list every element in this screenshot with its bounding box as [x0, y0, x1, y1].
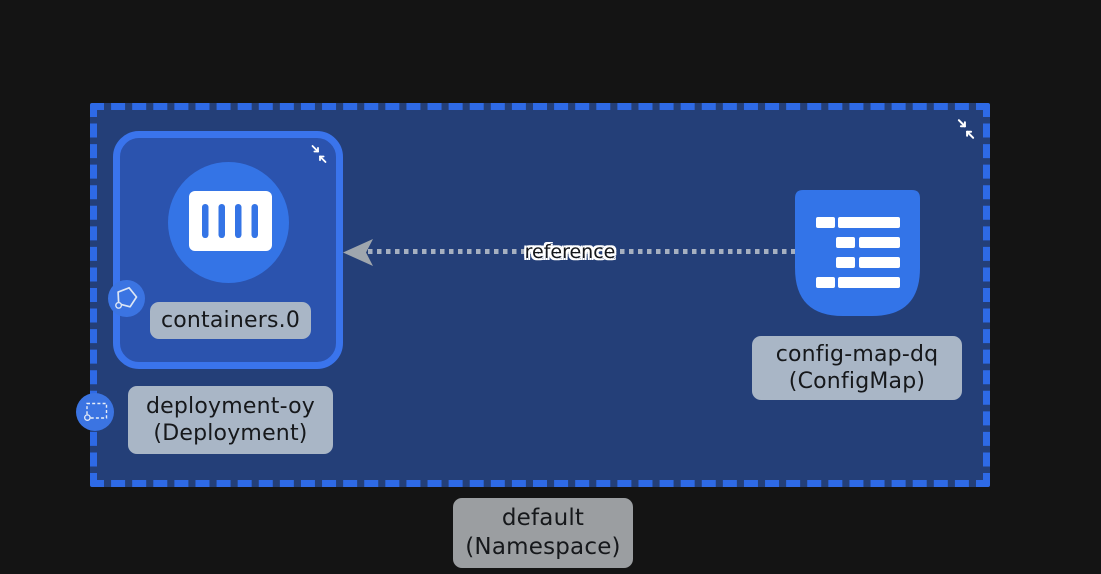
configmap-node[interactable] — [795, 190, 920, 316]
edge-arrowhead-icon — [343, 239, 373, 266]
namespace-label[interactable]: default (Namespace) — [453, 498, 633, 568]
namespace-kind: (Namespace) — [465, 534, 621, 560]
reference-edge-line — [368, 249, 795, 254]
edge-label[interactable]: reference — [524, 241, 616, 263]
deployment-collapse-button[interactable] — [309, 144, 331, 166]
deployment-kind: (Deployment) — [153, 421, 308, 446]
container-icon — [189, 191, 272, 251]
deployment-dashed-rect-icon — [84, 402, 108, 421]
deployment-label[interactable]: deployment-oy (Deployment) — [128, 386, 333, 454]
deployment-badge[interactable] — [76, 393, 114, 431]
collapse-icon — [311, 145, 327, 163]
pod-badge[interactable] — [108, 280, 145, 317]
config-list-icon — [816, 217, 900, 288]
namespace-name: default — [501, 505, 585, 531]
namespace-collapse-button[interactable] — [955, 118, 977, 140]
container-label[interactable]: containers.0 — [150, 302, 311, 339]
collapse-icon — [957, 119, 975, 139]
configmap-kind: (ConfigMap) — [788, 369, 926, 394]
pod-pentagon-icon — [115, 286, 138, 309]
container-node[interactable] — [168, 162, 289, 283]
configmap-label[interactable]: config-map-dq (ConfigMap) — [752, 336, 962, 400]
configmap-name: config-map-dq — [775, 342, 939, 367]
deployment-name: deployment-oy — [145, 394, 316, 419]
container-name: containers.0 — [160, 308, 301, 333]
